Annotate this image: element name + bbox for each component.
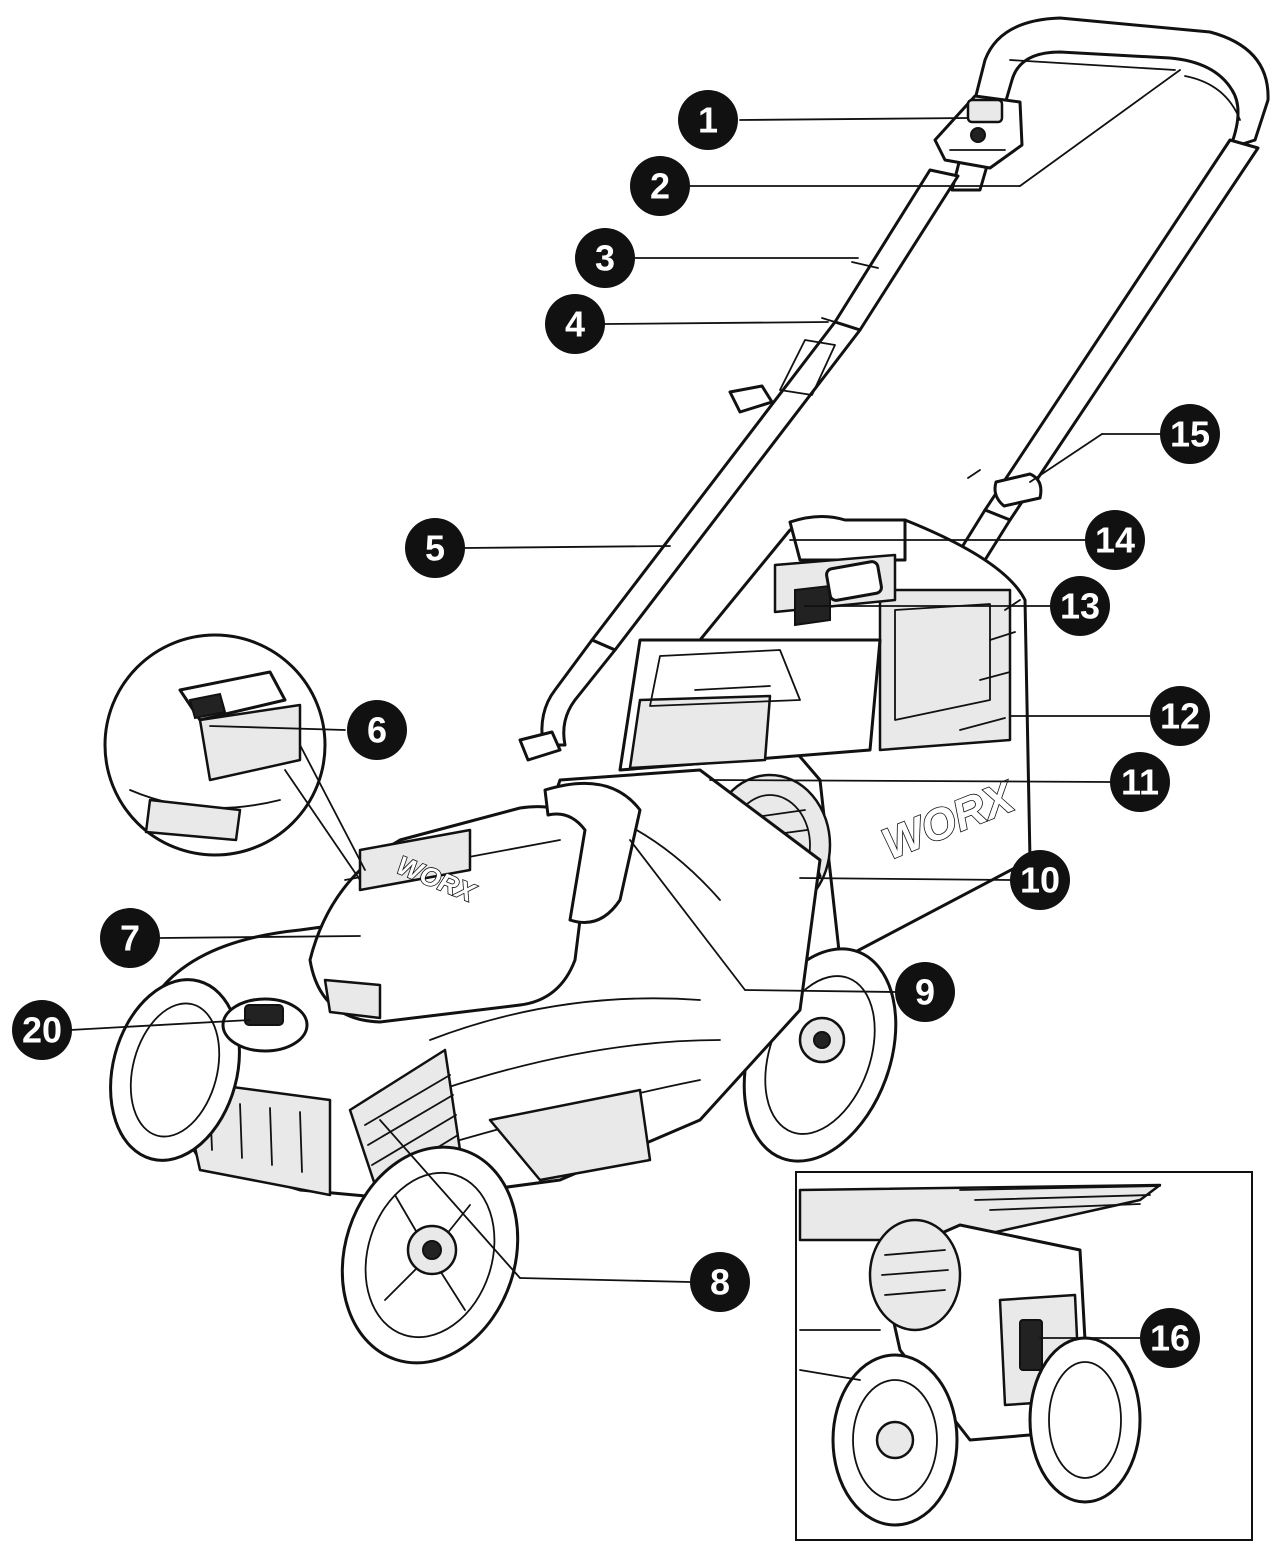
callout-6: 6 [347,700,407,760]
callout-number: 15 [1170,414,1210,455]
rear-discharge-cover [618,638,882,772]
callout-3: 3 [575,228,635,288]
start-button [966,98,1004,124]
safety-key-icon [970,127,986,143]
callout-number: 14 [1095,520,1135,561]
callout-9: 9 [895,962,955,1022]
front-wheel-left [109,978,241,1162]
callout-number: 12 [1160,696,1200,737]
mower-front-handle [543,781,642,924]
callout-number: 3 [595,238,615,279]
callout-number: 20 [22,1010,62,1051]
callout-16: 16 [1140,1308,1200,1368]
callout-number: 7 [120,918,140,959]
callout-5: 5 [405,518,465,578]
callout-number: 1 [698,100,718,141]
left-height-clamp [728,384,774,414]
callout-11: 11 [1110,752,1170,812]
handle-lower-frame [540,638,617,747]
callout-number: 11 [1121,762,1159,803]
detail-inset-circle [103,633,366,881]
handle-top-bar [950,16,1270,192]
callout-20: 20 [12,1000,72,1060]
callout-number: 13 [1060,586,1100,627]
battery-compartment-cover: WORX [308,805,592,1024]
callout-number: 16 [1150,1318,1190,1359]
callout-number: 10 [1020,860,1060,901]
callout-number: 8 [710,1262,730,1303]
callout-number: 5 [425,528,445,569]
leader-lines [69,69,1181,1339]
callout-number: 9 [915,972,935,1013]
callout-10: 10 [1010,850,1070,910]
front-wheel-right [340,1145,520,1365]
callout-number: 2 [650,166,670,207]
callout-12: 12 [1150,686,1210,746]
callout-4: 4 [545,294,605,354]
callout-number: 4 [565,304,585,345]
callout-2: 2 [630,156,690,216]
callout-14: 14 [1085,510,1145,570]
callout-number: 6 [367,710,387,751]
handle-right-tube [983,138,1260,522]
callout-13: 13 [1050,576,1110,636]
callout-8: 8 [690,1252,750,1312]
callout-15: 15 [1160,404,1220,464]
callout-1: 1 [678,90,738,150]
handle-left-upper-tube [833,168,960,332]
control-box [933,94,1024,170]
callout-7: 7 [100,908,160,968]
battery-safety-key [221,997,309,1053]
